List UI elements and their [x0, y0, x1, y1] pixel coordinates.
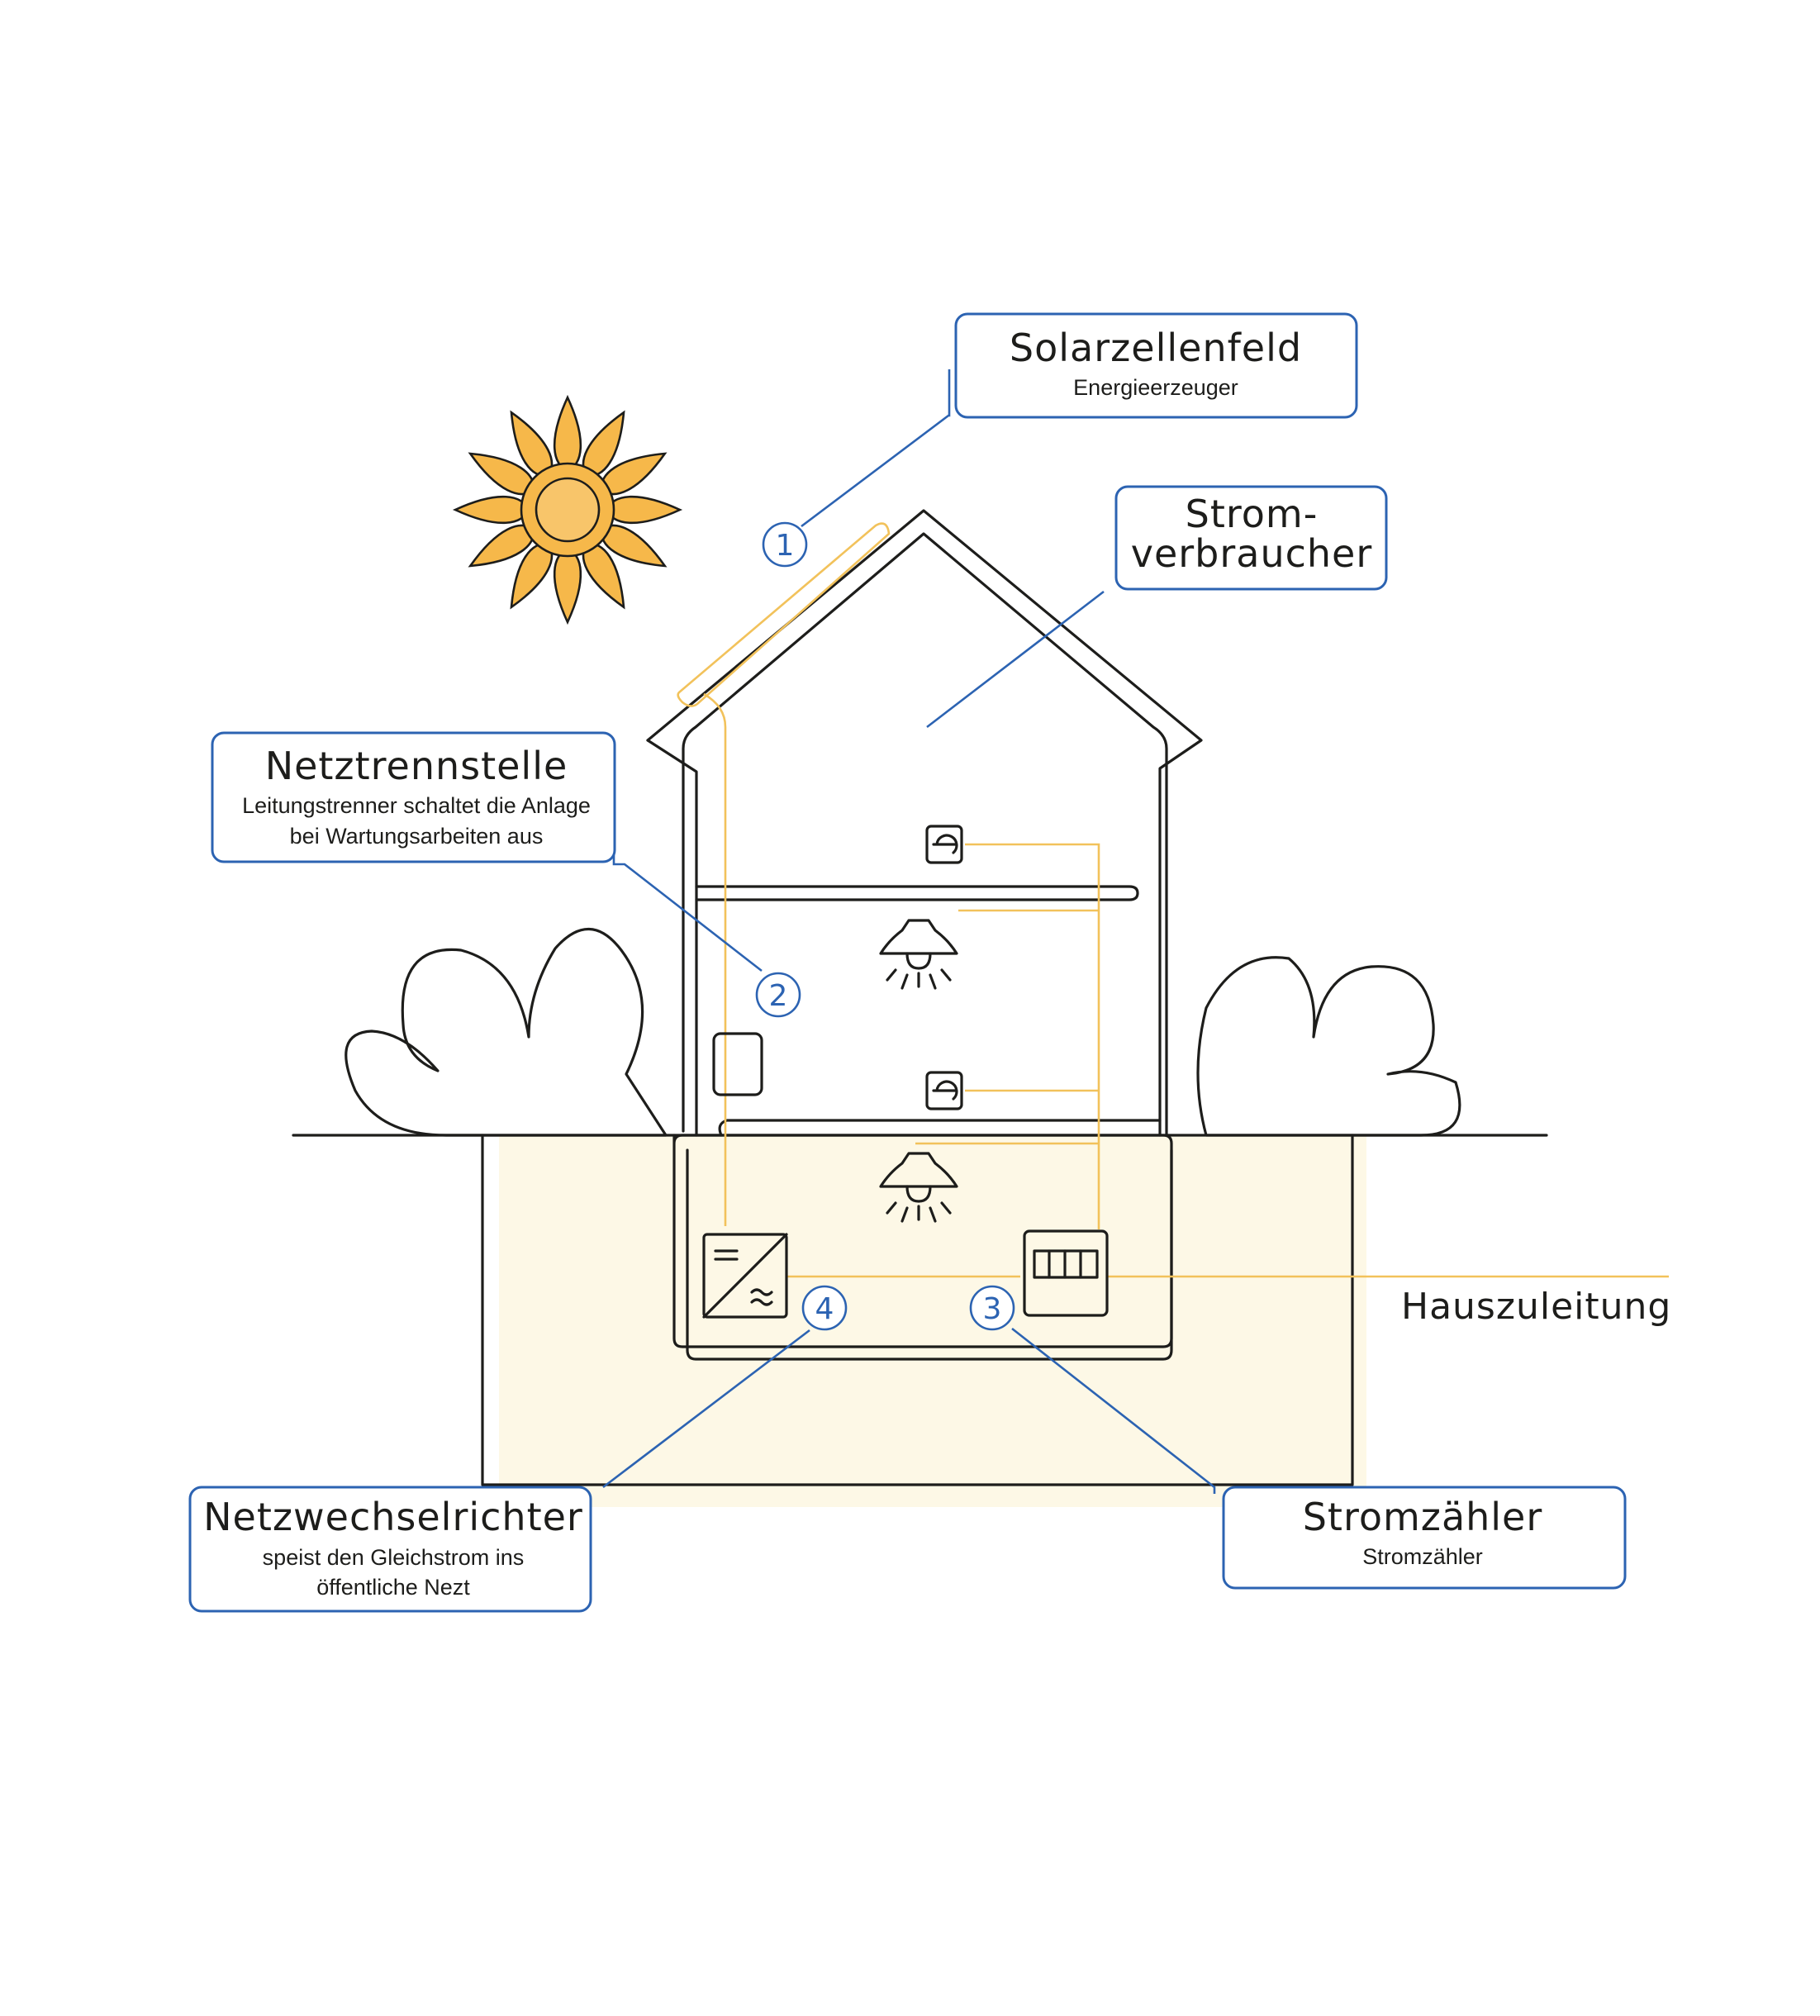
callout-solar-title: Solarzellenfeld	[1010, 326, 1302, 370]
callout-solar-subtitle: Energieerzeuger	[1073, 375, 1238, 400]
marker-4: 4	[801, 1285, 848, 1331]
callout-inverter-sub-2: öffentliche Nezt	[316, 1575, 470, 1600]
callout-disconnect-sub-2: bei Wartungsarbeiten aus	[290, 824, 544, 849]
callout-solar-array: Solarzellenfeld Energieerzeuger	[954, 312, 1358, 419]
callout-meter-title: Stromzähler	[1303, 1495, 1543, 1539]
inverter-icon	[702, 1233, 788, 1319]
svg-text:1: 1	[776, 529, 795, 563]
callout-disconnect: Netztrennstelle Leitungstrenner schaltet…	[211, 731, 616, 863]
callout-consumer: Strom- verbraucher	[1114, 485, 1388, 591]
ceiling-lamp-icon	[879, 1152, 958, 1223]
bush-icon	[345, 928, 668, 1137]
callout-inverter: Netzwechselrichter speist den Gleichstro…	[188, 1486, 592, 1613]
callout-inverter-title: Netzwechselrichter	[203, 1495, 583, 1539]
callout-meter-subtitle: Stromzähler	[1362, 1544, 1483, 1569]
supply-line-label: Hauszuleitung	[1401, 1286, 1671, 1328]
callout-disconnect-title: Netztrennstelle	[265, 744, 568, 788]
bush-icon	[1196, 956, 1461, 1137]
ceiling-lamp-icon	[879, 919, 958, 990]
marker-1: 1	[762, 521, 808, 568]
marker-3: 3	[969, 1285, 1015, 1331]
callout-inverter-sub-1: speist den Gleichstrom ins	[263, 1545, 525, 1570]
svg-text:2: 2	[769, 979, 788, 1013]
svg-text:4: 4	[815, 1292, 834, 1326]
callout-consumer-title-2: verbraucher	[1131, 531, 1373, 576]
electricity-meter-icon	[1023, 1229, 1109, 1317]
marker-2: 2	[755, 972, 801, 1018]
sun-icon	[452, 394, 683, 625]
basement-ground-area	[499, 1135, 1366, 1507]
svg-text:3: 3	[983, 1292, 1002, 1326]
callout-meter: Stromzähler Stromzähler	[1222, 1486, 1627, 1590]
disconnect-switch-icon	[712, 1032, 763, 1096]
socket-icon	[925, 825, 963, 864]
basement-outer-wall	[481, 1134, 1354, 1486]
callout-consumer-title-1: Strom-	[1186, 492, 1319, 536]
house-outline	[646, 509, 1203, 1361]
callout-disconnect-sub-1: Leitungstrenner schaltet die Anlage	[242, 793, 591, 818]
socket-icon	[925, 1071, 963, 1110]
callout-leaders	[602, 369, 1216, 1494]
solar-wiring	[677, 522, 1669, 1278]
